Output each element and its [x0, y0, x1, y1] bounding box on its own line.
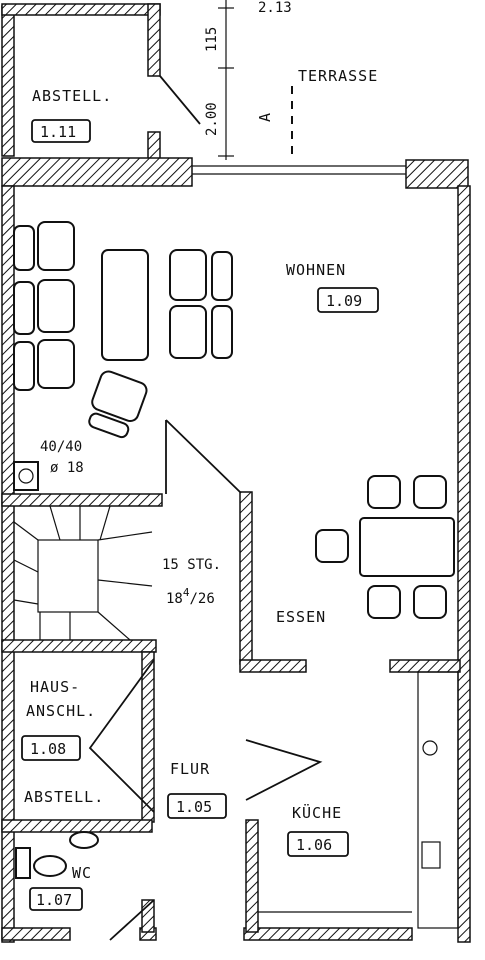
wall-abstell-top: [1, 3, 161, 16]
furniture: [13, 221, 455, 879]
wall-bottom-left: [1, 927, 71, 941]
room-number-box: [29, 887, 83, 911]
stairs: [13, 505, 153, 641]
wall-left: [1, 185, 15, 943]
dim-200: 2.00: [204, 102, 220, 136]
seat: [169, 249, 207, 301]
room-number-box: [287, 831, 349, 857]
toilet-tank: [15, 847, 31, 879]
chimney: [13, 461, 39, 491]
armchair: [13, 225, 35, 271]
armchair: [37, 339, 75, 389]
room-name-haus-line2: ANSCHL.: [26, 702, 96, 720]
stair-ratio: 184/26: [166, 586, 215, 607]
coffee-table: [101, 249, 149, 361]
room-name-flur: FLUR: [170, 760, 210, 778]
kitchen-sink: [422, 740, 438, 756]
room-number-box: [31, 119, 91, 143]
room-number-box: [317, 287, 379, 313]
toilet-bowl: [33, 855, 67, 877]
terrace-label: TERRASSE: [298, 67, 378, 85]
room-number-wc: 1.07: [36, 891, 72, 909]
structure-lines: [88, 0, 459, 941]
room-number-box: [167, 793, 227, 819]
seat: [211, 305, 233, 359]
dining-chair: [367, 475, 401, 509]
armchair: [37, 221, 75, 271]
wall-bottom-right: [243, 927, 413, 941]
wall-abstell-left: [1, 5, 15, 157]
wall-wc-top: [1, 819, 153, 833]
seat: [211, 251, 233, 301]
top-dimension: 2.13: [258, 0, 292, 16]
wc-basin: [69, 831, 99, 849]
dim-115: 115: [204, 27, 220, 52]
wall-stair-bottom: [1, 639, 157, 653]
dining-table: [359, 517, 455, 577]
wall-right: [457, 185, 471, 943]
room-number-kueche: 1.06: [296, 836, 332, 854]
wall-kitchen-top-right: [389, 659, 461, 673]
wall-top-right: [405, 159, 469, 189]
wall-essen-left: [239, 659, 307, 673]
dining-chair: [315, 529, 349, 563]
room-name-abstell-low: ABSTELL.: [24, 788, 104, 806]
kitchen-hob: [421, 841, 441, 869]
room-name-haus-line1: HAUS-: [30, 678, 80, 696]
chimney-size: 40/40: [40, 439, 82, 455]
kitchen-counter: [417, 671, 459, 929]
wall-abstell-right-lower: [147, 131, 161, 161]
walls: [1, 3, 471, 943]
armchair: [13, 341, 35, 391]
dining-chair: [413, 585, 447, 619]
wall-haus-right: [141, 651, 155, 823]
wall-kitchen-left: [245, 819, 259, 933]
dining-chair: [413, 475, 447, 509]
labels: 2.13 115 2.00 A TERRASSE ABSTELL. 1.11 W…: [21, 0, 379, 911]
room-name-abstell-top: ABSTELL.: [32, 87, 112, 105]
room-number-box: [21, 735, 81, 761]
room-number-abstell-top: 1.11: [40, 123, 76, 141]
room-number-wohnen: 1.09: [326, 292, 362, 310]
wall-central-pier: [239, 491, 253, 665]
armchair: [13, 281, 35, 335]
section-marker: A: [256, 112, 274, 122]
room-number-haus: 1.08: [30, 740, 66, 758]
dining-chair: [367, 585, 401, 619]
chimney-flue: [18, 468, 34, 484]
room-number-flur: 1.05: [176, 798, 212, 816]
room-name-kueche: KÜCHE: [292, 803, 342, 822]
room-name-wc: WC: [72, 864, 92, 882]
wall-stair-top: [1, 493, 163, 507]
chimney-diameter: ø 18: [50, 460, 84, 476]
armchair: [37, 279, 75, 333]
room-name-wohnen: WOHNEN: [286, 261, 346, 279]
wall-top-left: [1, 157, 193, 187]
wall-abstell-right-upper: [147, 3, 161, 77]
lounge-chair: [88, 370, 148, 439]
room-name-essen: ESSEN: [276, 608, 326, 626]
seat: [169, 305, 207, 359]
stair-count: 15 STG.: [162, 557, 221, 573]
